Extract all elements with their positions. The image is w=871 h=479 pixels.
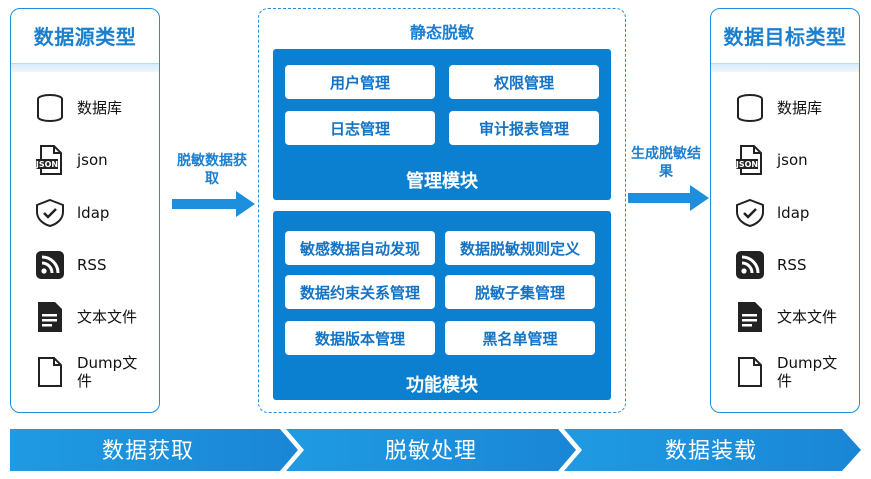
chevron-segment-2 <box>286 429 576 471</box>
source-item-rss: RSS <box>33 248 149 282</box>
svg-text:JSON: JSON <box>35 160 58 169</box>
right-flow-label: 生成脱敏结果 <box>631 146 701 180</box>
module-item-user-management: 用户管理 <box>285 65 435 99</box>
module-item-constraint-management: 数据约束关系管理 <box>285 275 435 309</box>
source-item-text-file: 文本文件 <box>33 300 149 334</box>
text-file-icon <box>33 300 67 334</box>
panel-divider <box>711 63 859 72</box>
module-item-version-management: 数据版本管理 <box>285 321 435 355</box>
source-item-label: Dump文件 <box>77 354 138 390</box>
target-item-text-file: 文本文件 <box>733 300 849 334</box>
module-item-audit-report-management: 审计报表管理 <box>449 111 599 145</box>
stage-data-loading: 数据装载 <box>664 439 757 464</box>
target-item-rss: RSS <box>733 248 849 282</box>
static-masking-title: 静态脱敏 <box>409 23 474 42</box>
management-module: 用户管理 权限管理 日志管理 审计报表管理 管理模块 <box>273 49 611 200</box>
stage-masking-processing: 脱敏处理 <box>384 439 477 464</box>
source-item-ldap: ldap <box>33 196 149 230</box>
stage-data-acquisition: 数据获取 <box>101 439 194 464</box>
right-arrow-icon <box>172 191 255 217</box>
module-item-subset-management: 脱敏子集管理 <box>445 275 595 309</box>
source-item-label: ldap <box>77 204 110 222</box>
target-item-label: 文本文件 <box>777 308 838 326</box>
target-item-label: RSS <box>777 256 807 274</box>
source-item-database: 数据库 <box>33 91 149 125</box>
database-icon <box>33 91 67 125</box>
target-type-panel: 数据目标类型 数据库 JSON json ldap RSS 文本文件 Dum <box>710 8 860 413</box>
source-item-dump-file: Dump文件 <box>33 354 149 390</box>
rss-icon <box>33 248 67 282</box>
source-item-label: RSS <box>77 256 107 274</box>
right-arrow-icon <box>628 185 709 211</box>
module-item-blacklist-management: 黑名单管理 <box>445 321 595 355</box>
svg-text:JSON: JSON <box>735 160 758 169</box>
json-file-icon: JSON <box>33 143 67 177</box>
target-item-ldap: ldap <box>733 196 849 230</box>
source-item-label: json <box>77 151 108 169</box>
management-module-label: 管理模块 <box>406 171 478 192</box>
text-file-icon <box>733 300 767 334</box>
function-module-label: 功能模块 <box>406 375 478 396</box>
target-item-dump-file: Dump文件 <box>733 354 849 390</box>
target-item-label: 数据库 <box>777 99 823 117</box>
dump-file-icon <box>733 355 767 389</box>
source-type-panel: 数据源类型 数据库 JSON json ldap RSS 文本文件 Dump <box>10 8 160 413</box>
source-item-json: JSON json <box>33 143 149 177</box>
module-item-log-management: 日志管理 <box>285 111 435 145</box>
left-flow-label: 脱敏数据获取 <box>177 153 247 187</box>
source-item-label: 文本文件 <box>77 308 138 326</box>
function-module: 敏感数据自动发现 数据脱敏规则定义 数据约束关系管理 脱敏子集管理 数据版本管理… <box>273 211 611 400</box>
dump-file-icon <box>33 355 67 389</box>
json-file-icon: JSON <box>733 143 767 177</box>
source-item-label: 数据库 <box>77 99 123 117</box>
static-masking-box: 静态脱敏 用户管理 权限管理 日志管理 审计报表管理 管理模块 敏感数据自动发现… <box>258 8 626 413</box>
shield-check-icon <box>733 196 767 230</box>
target-item-json: JSON json <box>733 143 849 177</box>
module-item-permission-management: 权限管理 <box>449 65 599 99</box>
module-item-masking-rules: 数据脱敏规则定义 <box>445 231 595 265</box>
chevron-segment-1 <box>10 429 298 471</box>
shield-check-icon <box>33 196 67 230</box>
target-item-label: Dump文件 <box>777 354 838 390</box>
target-item-label: json <box>777 151 808 169</box>
target-panel-title: 数据目标类型 <box>723 24 847 49</box>
module-item-sensitive-discovery: 敏感数据自动发现 <box>285 231 435 265</box>
rss-icon <box>733 248 767 282</box>
target-item-database: 数据库 <box>733 91 849 125</box>
database-icon <box>733 91 767 125</box>
source-panel-title: 数据源类型 <box>33 24 137 49</box>
chevron-segment-3 <box>564 429 861 471</box>
process-chevron-band <box>10 429 861 471</box>
panel-divider <box>11 63 159 72</box>
target-item-label: ldap <box>777 204 810 222</box>
